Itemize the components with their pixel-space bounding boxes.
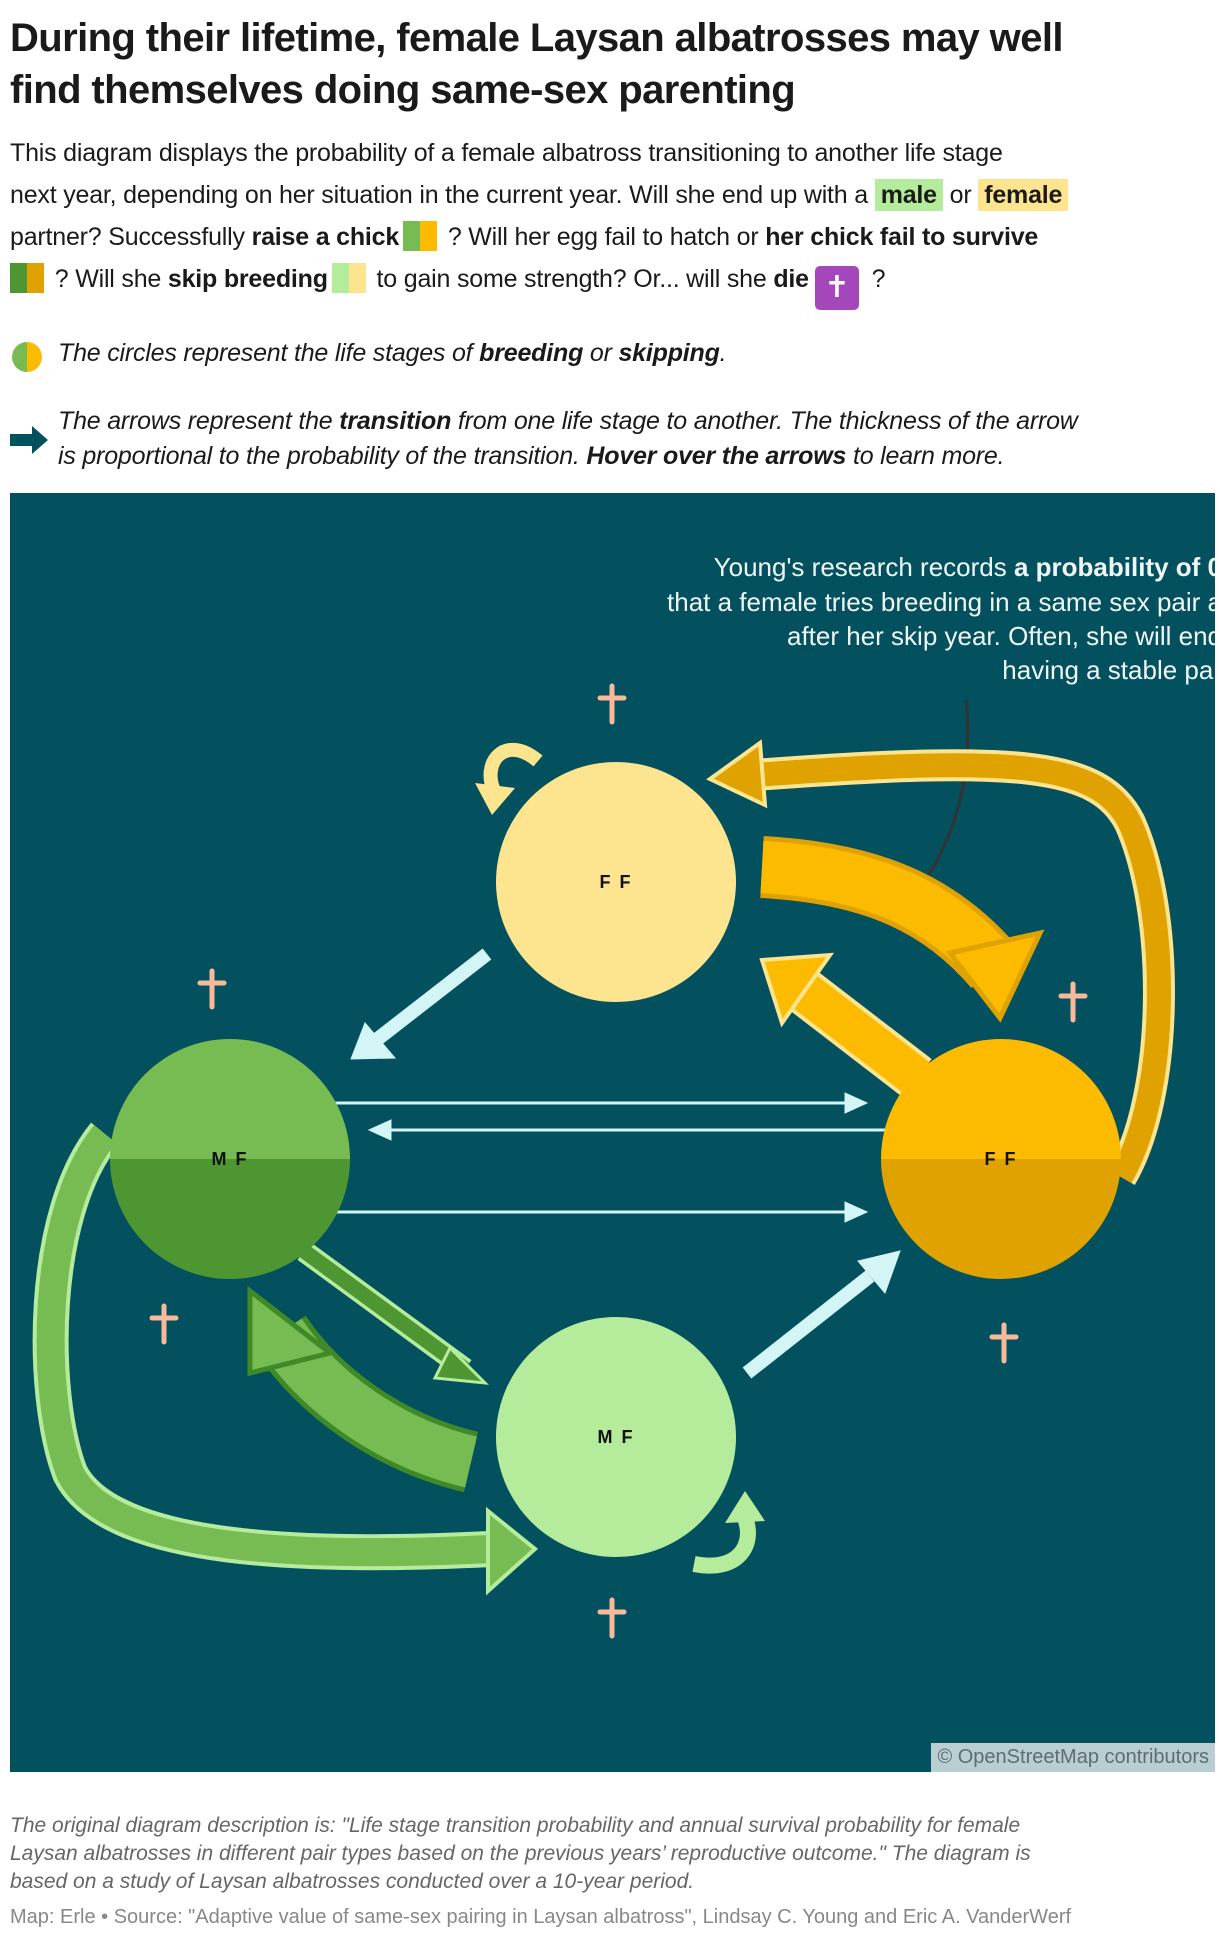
svg-text:Young's research records a pro: Young's research records a probability o… (714, 552, 1215, 582)
skip-swatch (331, 263, 366, 293)
intro-text: ? (864, 265, 886, 293)
intro-text: or (942, 181, 979, 209)
arrow-ff-breed-to-ff-skip-loop[interactable] (706, 739, 1175, 1186)
female-highlight: female (978, 179, 1069, 211)
circles-note: The circles represent the life stages of… (58, 339, 727, 367)
arrow-mf-breed-to-mf-skip[interactable] (297, 1242, 490, 1385)
intro-text: next year, depending on her situation in… (10, 181, 875, 209)
node-ff-skip[interactable] (496, 762, 736, 1002)
transition-diagram: Young's research records a probability o… (32, 552, 1215, 1639)
svg-text:after her skip year. Often, sh: after her skip year. Often, she will end (787, 621, 1215, 651)
death-markers (149, 683, 1088, 1639)
svg-text:having a stable par: having a stable par (1002, 655, 1215, 685)
arrows-note: The arrows represent the transition from… (58, 407, 1078, 470)
node-label: M F (212, 1149, 249, 1169)
death-cross-icon (597, 683, 627, 725)
cross-icon: ✝ (814, 266, 859, 310)
intro-text: partner? Successfully (10, 223, 252, 251)
intro-text: to gain some strength? Or... will she (369, 265, 774, 293)
skip-label: skip breeding (167, 265, 328, 293)
death-cross-icon (149, 1303, 179, 1345)
arrow-icon (10, 426, 48, 454)
annotation-pointer (909, 699, 970, 899)
arrow-ff-skip-to-mf-breed[interactable] (350, 948, 492, 1060)
arrow-mf-breed-to-mf-skip-loop[interactable] (32, 1122, 539, 1596)
node-mf-breed[interactable] (110, 1039, 350, 1279)
intro-text: ? Will her egg fail to hatch or (441, 223, 766, 251)
raise-chick-swatch (403, 221, 438, 251)
death-cross-icon (1058, 981, 1088, 1023)
die-label: die (773, 265, 809, 293)
arrow-ff-skip-to-ff-breed[interactable] (760, 836, 1045, 1023)
node-label: F F (985, 1149, 1018, 1169)
intro-text: This diagram displays the probability of… (10, 139, 1003, 167)
intro-text: ? Will she (48, 265, 168, 293)
fail-label: her chick fail to survive (765, 223, 1039, 251)
death-cross-icon (197, 968, 227, 1010)
svg-text:that a female tries breeding i: that a female tries breeding in a same s… (667, 587, 1215, 617)
death-cross-icon (989, 1322, 1019, 1364)
node-mf-skip[interactable] (496, 1317, 736, 1557)
annotation: Young's research records a probability o… (667, 552, 1215, 685)
source-credit: Map: Erle • Source: "Adaptive value of s… (10, 1906, 1072, 1928)
arrow-ff-breed-to-ff-skip[interactable] (759, 952, 932, 1098)
arrow-ff-skip-self[interactable] (475, 742, 543, 815)
title-line: find themselves doing same-sex parenting (10, 68, 796, 112)
node-ff-breed[interactable] (881, 1039, 1121, 1279)
diagram-description: The original diagram description is: "Li… (10, 1814, 1031, 1893)
map-attribution[interactable]: © OpenStreetMap contributors (931, 1743, 1215, 1772)
male-highlight: male (874, 179, 943, 211)
node-label: M F (598, 1427, 635, 1447)
diagram-map: Young's research records a probability o… (10, 493, 1215, 1772)
arrow-mf-skip-to-ff-breed[interactable] (742, 1250, 901, 1379)
arrows-breed-exchange[interactable] (322, 1092, 902, 1223)
death-cross-icon (597, 1597, 627, 1639)
arrow-mf-skip-to-mf-breed[interactable] (247, 1285, 479, 1493)
intro-paragraph: This diagram displays the probability of… (10, 132, 1069, 310)
fail-swatch (10, 263, 44, 293)
node-label: F F (600, 872, 633, 892)
page-title: During their lifetime, female Laysan alb… (10, 12, 1063, 116)
title-line: During their lifetime, female Laysan alb… (10, 16, 1063, 60)
raise-chick-label: raise a chick (251, 223, 400, 251)
half-circle-icon (12, 342, 42, 372)
arrow-mf-skip-self[interactable] (692, 1491, 765, 1574)
